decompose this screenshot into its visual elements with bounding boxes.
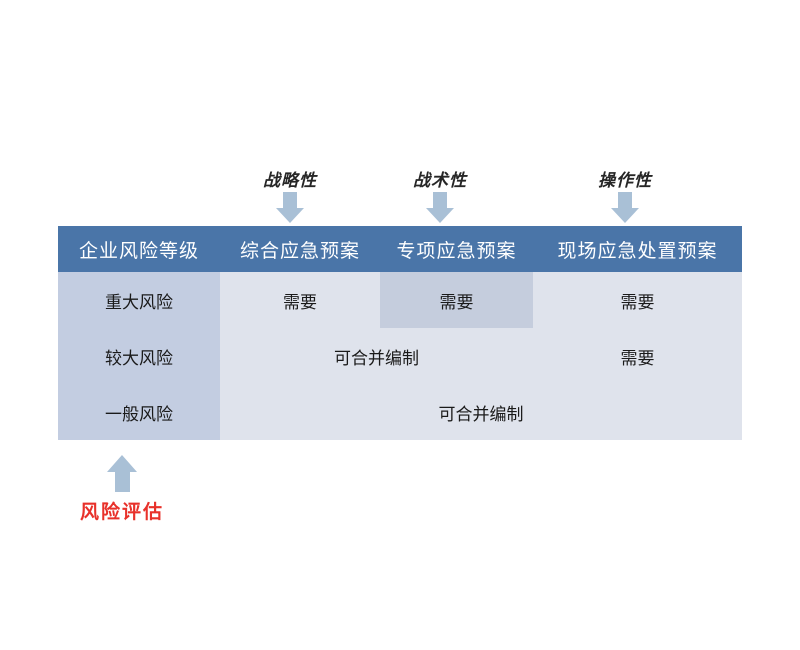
cell-large-merged-plan: 可合并编制 [220, 328, 533, 384]
table-header-row: 企业风险等级 综合应急预案 专项应急预案 现场应急处置预案 [58, 226, 742, 272]
column-header-special-plan: 专项应急预案 [380, 226, 533, 272]
arrow-shaft [283, 192, 297, 208]
arrow-shaft [433, 192, 447, 208]
down-arrow-icon-operational [611, 192, 639, 223]
arrow-shaft [618, 192, 632, 208]
callout-label-tactical: 战术性 [413, 171, 467, 191]
cell-major-comprehensive: 需要 [220, 272, 380, 328]
risk-assessment-label: 风险评估 [79, 501, 165, 523]
up-arrow-icon-risk-assessment [107, 455, 137, 492]
column-header-risk-level: 企业风险等级 [58, 226, 220, 272]
column-header-onsite-plan: 现场应急处置预案 [533, 226, 742, 272]
row-label-large-risk: 较大风险 [58, 328, 220, 384]
arrow-shaft [114, 472, 130, 492]
cell-general-merged-plan: 可合并编制 [220, 384, 742, 440]
arrow-head [276, 208, 304, 223]
column-header-comprehensive-plan: 综合应急预案 [220, 226, 380, 272]
down-arrow-icon-strategic [276, 192, 304, 223]
cell-major-onsite: 需要 [533, 272, 742, 328]
table-row: 一般风险 可合并编制 [58, 384, 742, 440]
cell-major-special: 需要 [380, 272, 533, 328]
callout-label-strategic: 战略性 [263, 171, 317, 191]
callout-label-operational: 操作性 [598, 171, 652, 191]
arrow-head [426, 208, 454, 223]
risk-plan-table: 企业风险等级 综合应急预案 专项应急预案 现场应急处置预案 重大风险 需要 需要… [58, 226, 742, 440]
table-row: 重大风险 需要 需要 需要 [58, 272, 742, 328]
cell-large-onsite: 需要 [533, 328, 742, 384]
row-label-major-risk: 重大风险 [58, 272, 220, 328]
table-row: 较大风险 可合并编制 需要 [58, 328, 742, 384]
arrow-head [107, 455, 137, 472]
row-label-general-risk: 一般风险 [58, 384, 220, 440]
arrow-head [611, 208, 639, 223]
down-arrow-icon-tactical [426, 192, 454, 223]
